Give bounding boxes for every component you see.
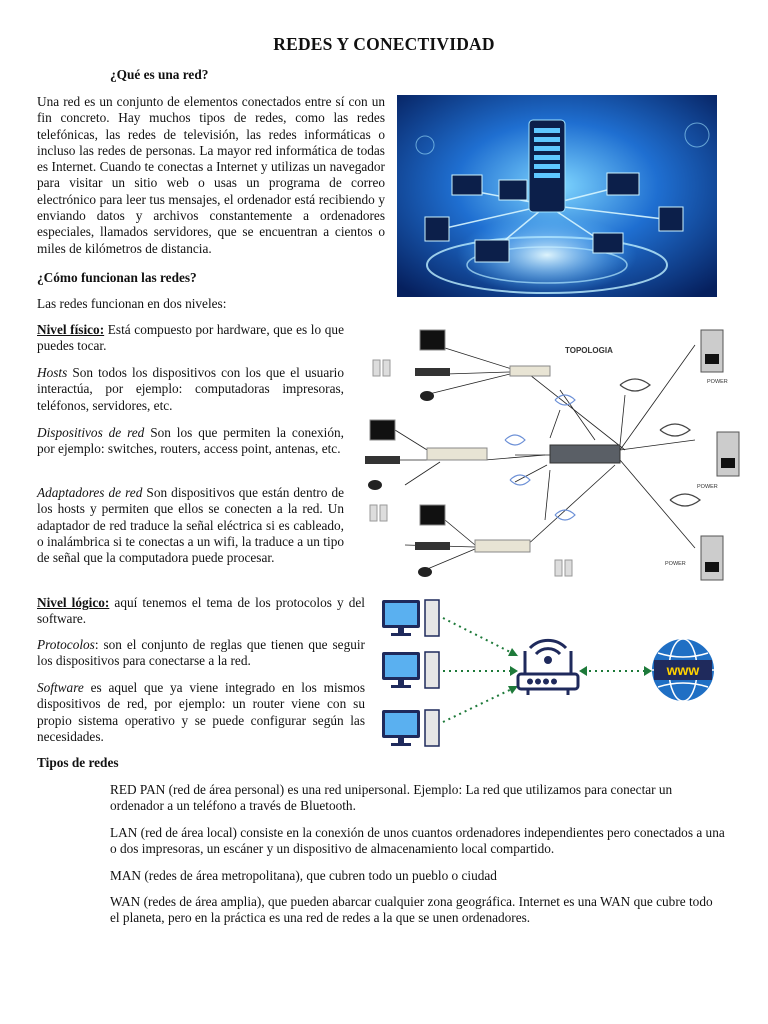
protocolos-text: : son el conjunto de reglas que tienen q…	[37, 637, 365, 669]
adaptadores-text: Son dispositivos que están dentro de los…	[37, 485, 344, 566]
intro-paragraph: Una red es un conjunto de elementos cone…	[37, 94, 385, 256]
globe-www-icon: www	[652, 638, 714, 702]
software-term: Software	[37, 680, 84, 695]
topology-diagram: TOPOLOGIA	[365, 320, 745, 590]
software-text: es aquel que ya viene integrado en los m…	[37, 680, 365, 744]
nivel-logico-text: aquí tenemos el tema de los protocolos y…	[37, 595, 365, 627]
adaptadores-paragraph: Adaptadores de red Son dispositivos que …	[37, 485, 344, 566]
hosts-term: Hosts	[37, 365, 68, 380]
levels-intro: Las redes funcionan en dos niveles:	[37, 296, 227, 311]
dispositivos-paragraph: Dispositivos de red Son los que permiten…	[37, 425, 344, 458]
nivel-logico-term: Nivel lógico:	[37, 595, 110, 610]
protocolos-term: Protocolos	[37, 637, 95, 652]
type-item-lan: LAN (red de área local) consiste en la c…	[110, 825, 725, 857]
hosts-text: Son todos los dispositivos con los que e…	[37, 365, 344, 413]
page-title: REDES Y CONECTIVIDAD	[273, 34, 495, 54]
www-label: www	[666, 662, 700, 678]
dispositivos-term: Dispositivos de red	[37, 425, 145, 440]
nivel-fisico-text: Está compuesto por hardware, que es lo q…	[37, 322, 344, 354]
topology-label: TOPOLOGIA	[565, 346, 613, 355]
dispositivos-text: Son los que permiten la conexión, por ej…	[37, 425, 345, 457]
power-label-1: POWER	[707, 379, 728, 385]
router-icon	[516, 638, 580, 695]
hosts-paragraph: Hosts Son todos los dispositivos con los…	[37, 365, 344, 414]
topology-diagram-svg: TOPOLOGIA	[365, 329, 740, 581]
nivel-logico-paragraph: Nivel lógico: aquí tenemos el tema de lo…	[37, 595, 365, 628]
power-label-3: POWER	[665, 561, 686, 567]
type-item-man: MAN (redes de área metropolitana), que c…	[110, 868, 497, 883]
nivel-fisico-term: Nivel físico:	[37, 322, 105, 337]
computer-icon-2	[382, 651, 440, 689]
router-diagram-svg: www	[382, 599, 714, 747]
heading-que-es-una-red: ¿Qué es una red?	[110, 67, 209, 82]
computer-icon-1	[382, 599, 440, 637]
computer-icon-3	[382, 709, 440, 747]
network-photo	[397, 95, 717, 297]
type-item-pan: RED PAN (red de área personal) es una re…	[110, 782, 673, 814]
network-photo-illustration	[397, 95, 717, 297]
protocolos-paragraph: Protocolos: son el conjunto de reglas qu…	[37, 637, 365, 670]
software-paragraph: Software es aquel que ya viene integrado…	[37, 680, 365, 745]
nivel-fisico-paragraph: Nivel físico: Está compuesto por hardwar…	[37, 322, 344, 355]
adaptadores-term: Adaptadores de red	[37, 485, 143, 500]
power-label-2: POWER	[697, 484, 718, 490]
heading-como-funcionan: ¿Cómo funcionan las redes?	[37, 270, 197, 285]
type-item-wan: WAN (redes de área amplia), que pueden a…	[110, 894, 713, 926]
heading-tipos-de-redes: Tipos de redes	[37, 755, 119, 770]
router-diagram: www	[378, 596, 723, 750]
